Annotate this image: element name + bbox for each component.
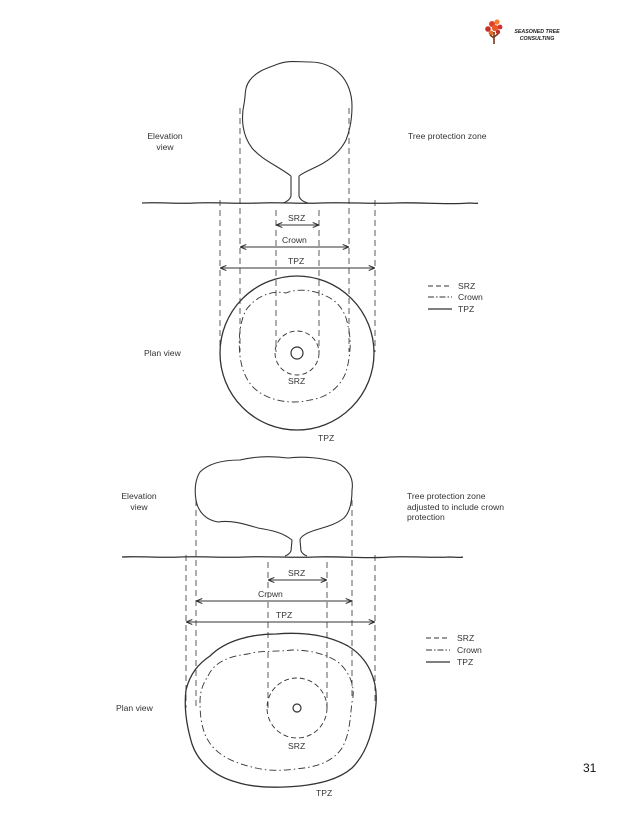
trunk-circle-2 <box>292 703 302 713</box>
tpz-circle-1 <box>219 275 375 431</box>
plan-view-label-2: Plan view <box>116 703 153 713</box>
crown-dimension-label-2: Crown <box>258 589 283 599</box>
tree-canopy-2 <box>194 456 353 541</box>
elevation-view-label-1: Elevation view <box>147 131 183 152</box>
legend-crown-label-1: Crown <box>458 292 483 302</box>
figure-2 <box>121 456 464 788</box>
srz-dimension-label-2: SRZ <box>288 568 306 578</box>
crown-outline-2 <box>199 649 354 771</box>
plan-tpz-label-1: TPZ <box>318 433 335 443</box>
srz-dimension-label-1: SRZ <box>288 213 306 223</box>
legend-crown-label-2: Crown <box>457 645 482 655</box>
crown-dimension-label-1: Crown <box>282 235 307 245</box>
tree-canopy-1 <box>242 60 353 177</box>
legend-srz-label-2: SRZ <box>457 633 475 643</box>
elevation-view-label-2: Elevation view <box>121 491 157 512</box>
srz-circle-1 <box>274 330 320 376</box>
legend-tpz-label-2: TPZ <box>457 657 474 667</box>
tree-protection-zone-label-2: Tree protection zone adjusted to include… <box>407 491 504 522</box>
ground-line-1 <box>141 202 479 205</box>
tree-protection-zone-label-1: Tree protection zone <box>408 131 487 141</box>
logo-line-1: SEASONED TREE <box>514 29 560 35</box>
ground-line-2 <box>121 556 464 559</box>
tree-trunk-2 <box>284 539 308 557</box>
tpz-dimension-label-2: TPZ <box>276 610 293 620</box>
tpz-dimension-label-1: TPZ <box>288 256 305 266</box>
srz-circle-2 <box>266 677 328 739</box>
legend-srz-label-1: SRZ <box>458 281 476 291</box>
tree-trunk-1 <box>282 176 309 204</box>
seasoned-tree-logo: SEASONED TREE CONSULTING <box>483 18 563 52</box>
tpz-outline-2 <box>184 632 377 788</box>
plan-view-label-1: Plan view <box>144 348 181 358</box>
tree-logo-icon <box>485 19 503 44</box>
plan-srz-label-1: SRZ <box>288 376 306 386</box>
logo-line-2: CONSULTING <box>519 35 555 42</box>
legend-tpz-label-1: TPZ <box>458 304 475 314</box>
page-number: 31 <box>583 761 597 775</box>
figure-1 <box>141 60 479 431</box>
plan-srz-label-2: SRZ <box>288 741 306 751</box>
trunk-circle-1 <box>290 346 304 360</box>
plan-tpz-label-2: TPZ <box>316 788 333 798</box>
